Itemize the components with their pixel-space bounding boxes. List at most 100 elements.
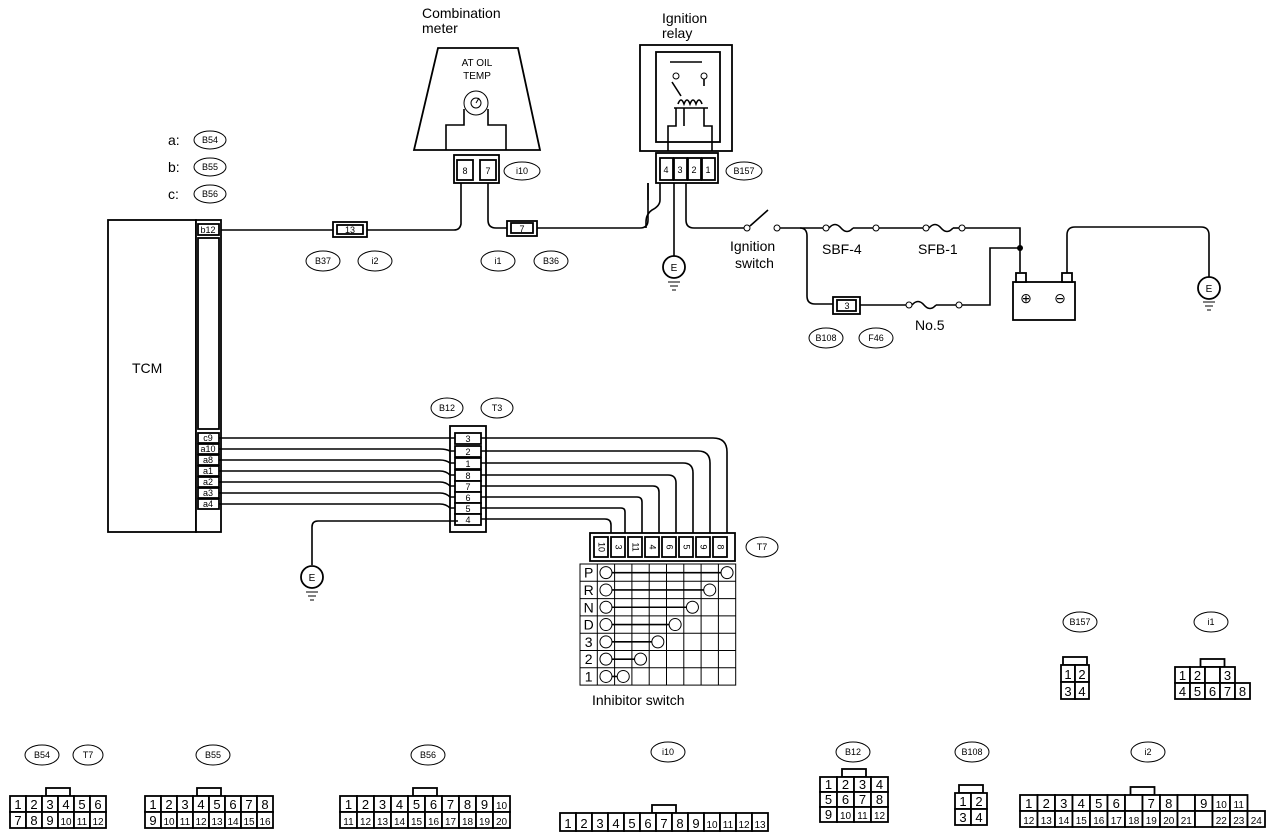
svg-text:13: 13 [345, 225, 355, 235]
meter-pin: 8 [462, 166, 467, 176]
tcm-label: TCM [132, 360, 162, 376]
connector-pin: 9 [149, 813, 156, 828]
connector-pin: 5 [1194, 684, 1201, 699]
connector-pin: 9 [481, 797, 488, 812]
b12-pin: 3 [465, 434, 470, 444]
svg-text:T3: T3 [492, 403, 503, 413]
connector-pin-cell [1124, 794, 1144, 812]
connector-pin: 6 [430, 797, 437, 812]
b12-pin: 2 [465, 447, 470, 457]
b12-pin: 1 [465, 459, 470, 469]
connector-pin: 13 [1041, 816, 1053, 827]
svg-text:B157: B157 [733, 166, 754, 176]
svg-text:i10: i10 [516, 166, 528, 176]
fuse-sfb1-label: SFB-1 [918, 241, 958, 257]
connector-pin: 9 [825, 807, 832, 822]
connector-pin-cell [1074, 681, 1090, 700]
connector-pin: 1 [564, 816, 571, 831]
connector-face-code: i1 [1207, 617, 1214, 627]
connector-pin: 3 [1060, 796, 1067, 811]
contact-dot [685, 600, 699, 614]
connector-pin: 11 [1234, 800, 1245, 811]
ground-symbol: E [1197, 276, 1221, 311]
connector-pin: 4 [1179, 684, 1186, 699]
connector-tag-i2: i2 [357, 250, 393, 272]
connector-pin: 11 [77, 817, 88, 828]
svg-text:E: E [671, 263, 678, 274]
connector-pin: 11 [343, 817, 354, 828]
connector-pin: 7 [1224, 684, 1231, 699]
connector-pin: 14 [1058, 816, 1070, 827]
ground-symbol: E [300, 565, 324, 601]
connector-pin: 13 [754, 820, 766, 831]
connector-pin: 4 [396, 797, 403, 812]
svg-text:⊕: ⊕ [1020, 290, 1032, 306]
connector-pin-cell [1234, 682, 1251, 700]
connector-pin: 7 [14, 813, 21, 828]
connector-pin: 1 [1064, 667, 1071, 682]
svg-text:F46: F46 [868, 333, 884, 343]
b12-pin: 7 [465, 482, 470, 492]
svg-text:B36: B36 [543, 256, 559, 266]
connector-pin: 1 [959, 794, 966, 809]
svg-text:E: E [309, 573, 316, 584]
connector-legend: a: B54 b: B55 c: B56 [168, 130, 227, 204]
connector-pin: 3 [1064, 684, 1071, 699]
connector-pin: 2 [362, 797, 369, 812]
connector-pin: 7 [245, 797, 252, 812]
svg-text:T7: T7 [757, 542, 768, 552]
svg-text:a:: a: [168, 132, 180, 148]
inhibitor-pin-box [627, 536, 643, 558]
tcm-pin: a10 [200, 444, 215, 454]
inhibitor-pin-box [593, 536, 609, 558]
connector-pin-cell [1204, 666, 1221, 684]
connector-pin: 15 [243, 817, 255, 828]
fuse-no5-label: No.5 [915, 317, 945, 333]
inhibitor-pin-box [661, 536, 677, 558]
b12-pin: 4 [465, 515, 470, 525]
connector-pin: 4 [612, 816, 619, 831]
connector-pin: 2 [580, 816, 587, 831]
b12-pin: 8 [465, 471, 470, 481]
connector-pin: 2 [165, 797, 172, 812]
svg-text:B108: B108 [815, 333, 836, 343]
connector-pin: 3 [859, 777, 866, 792]
inhibitor-row-label: R [584, 582, 594, 598]
inhibitor-row-label: 3 [585, 634, 593, 650]
connector-pin: 20 [1163, 816, 1175, 827]
connector-pin-cell [751, 812, 769, 832]
contact-dot [668, 618, 682, 632]
connector-pin: 4 [876, 777, 883, 792]
contact-dot [599, 600, 613, 614]
inhibitor-row-label: N [584, 599, 594, 615]
contact-dot [599, 635, 613, 649]
connector-pin: 19 [1146, 816, 1158, 827]
connector-pin: 2 [1194, 668, 1201, 683]
svg-text:B56: B56 [202, 189, 218, 199]
connector-pin: 1 [1025, 796, 1032, 811]
gauge-icon [463, 90, 489, 116]
inhibitor-pin-box [644, 536, 660, 558]
svg-text:⊖: ⊖ [1054, 290, 1066, 306]
connector-pin: 14 [227, 817, 239, 828]
svg-text:c:: c: [168, 186, 179, 202]
connector-pin: 18 [462, 817, 474, 828]
connector-tag-b108: B108 [808, 327, 844, 349]
connector-pin: 8 [1239, 684, 1246, 699]
contact-dot [599, 669, 613, 683]
fuse-sbf4-label: SBF-4 [822, 241, 862, 257]
connector-pin: 4 [62, 797, 69, 812]
